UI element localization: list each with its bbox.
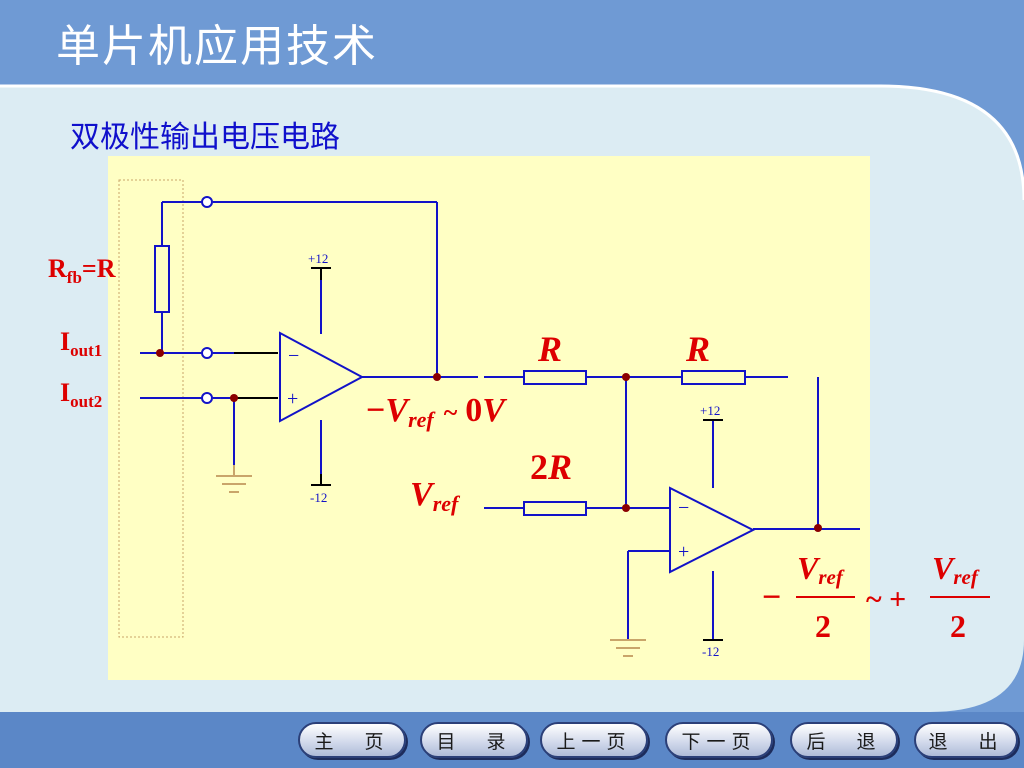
nav-contents-button[interactable]: 目 录 [420, 722, 528, 758]
supply-plus12-op2: +12 [700, 403, 720, 418]
out-range-tilde-plus: ~ + [866, 583, 906, 616]
op1-output-range: −Vref~0V [366, 392, 507, 432]
junction-iout1 [156, 349, 164, 357]
junction-out1 [433, 373, 441, 381]
junction-mid [622, 373, 630, 381]
resistor-r2 [681, 370, 746, 385]
supply-minus12-op2: -12 [702, 644, 719, 659]
out-range-right-denominator: 2 [950, 608, 966, 644]
junction-iout2 [230, 394, 238, 402]
op-amp-1 [279, 331, 365, 423]
iout2-label: Iout2 [60, 378, 102, 411]
nav-home-button[interactable]: 主 页 [298, 722, 406, 758]
supply-plus12-op1: +12 [308, 251, 328, 266]
ground-symbol-1 [216, 465, 252, 493]
junction-2r [622, 504, 630, 512]
page-title: 单片机应用技术 [56, 21, 378, 72]
vref-input-label: Vref [410, 476, 461, 516]
nav-prev-page-button[interactable]: 上一页 [540, 722, 648, 758]
ground-symbol-2 [610, 639, 646, 657]
section-title: 双极性输出电压电路 [70, 120, 340, 155]
rfb-resistor [154, 245, 170, 313]
resistor-r1 [523, 370, 587, 385]
nav-back-button[interactable]: 后 退 [790, 722, 898, 758]
junction-out2 [814, 524, 822, 532]
op1-minus-sign: − [288, 345, 299, 367]
resistor-2r [523, 501, 587, 516]
out-range-right-numerator: Vref [932, 550, 980, 589]
out-range-minus: − [762, 579, 781, 616]
terminal-iout1 [201, 347, 213, 359]
out-range-left-numerator: Vref [797, 550, 845, 589]
dac-boundary [118, 179, 184, 638]
r1-label: R [537, 329, 562, 369]
out-range-left-denominator: 2 [815, 608, 831, 644]
iout1-label: Iout1 [60, 327, 102, 360]
op2-plus-sign: + [678, 541, 689, 563]
r2-label: R [685, 329, 710, 369]
nav-exit-button[interactable]: 退 出 [914, 722, 1018, 758]
nav-next-page-button[interactable]: 下一页 [665, 722, 773, 758]
op1-plus-sign: + [287, 388, 298, 410]
terminal-iout2 [201, 392, 213, 404]
two-r-label: 2R [530, 447, 572, 487]
op-amp-2 [669, 486, 756, 574]
op2-minus-sign: − [678, 497, 689, 519]
terminal-top [201, 196, 213, 208]
rfb-label: Rfb=R [48, 254, 116, 287]
supply-minus12-op1: -12 [310, 490, 327, 505]
